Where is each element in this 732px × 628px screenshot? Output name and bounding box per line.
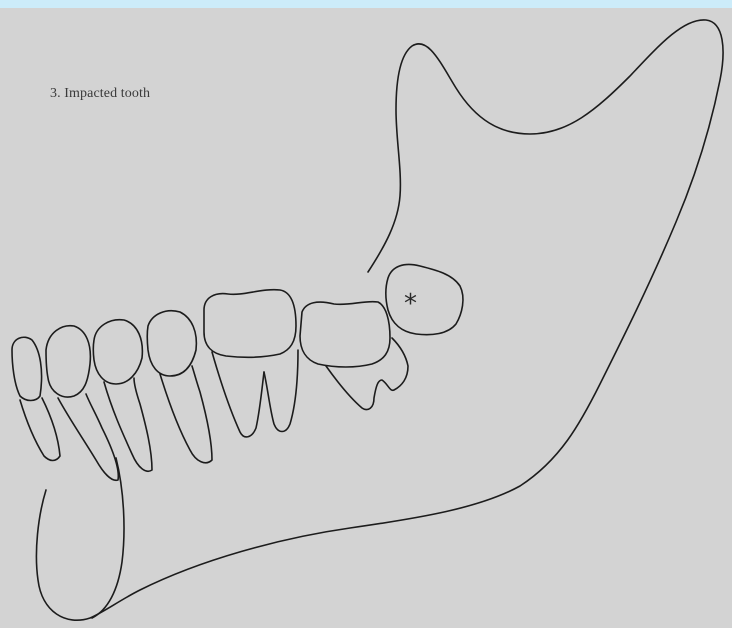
tooth-5-root-mesial [212, 352, 264, 437]
tooth-3-root [104, 378, 152, 471]
tooth-1-crown [12, 337, 42, 400]
impacted-tooth [386, 265, 463, 335]
chin-inner-line [92, 458, 124, 618]
tooth-2-crown [46, 326, 90, 397]
tooth-3-crown [93, 320, 142, 384]
tooth-4-crown [147, 311, 196, 376]
tooth-6-root [326, 338, 408, 410]
mandible-outline [36, 20, 723, 620]
tooth-1-root [20, 398, 60, 461]
tooth-5-root-distal [264, 350, 298, 432]
tooth-4-root [160, 366, 212, 463]
impacted-tooth-marker: * [404, 291, 417, 317]
tooth-5-crown [204, 290, 296, 358]
tooth-6-crown [300, 302, 390, 367]
tooth-2-root [58, 394, 118, 480]
